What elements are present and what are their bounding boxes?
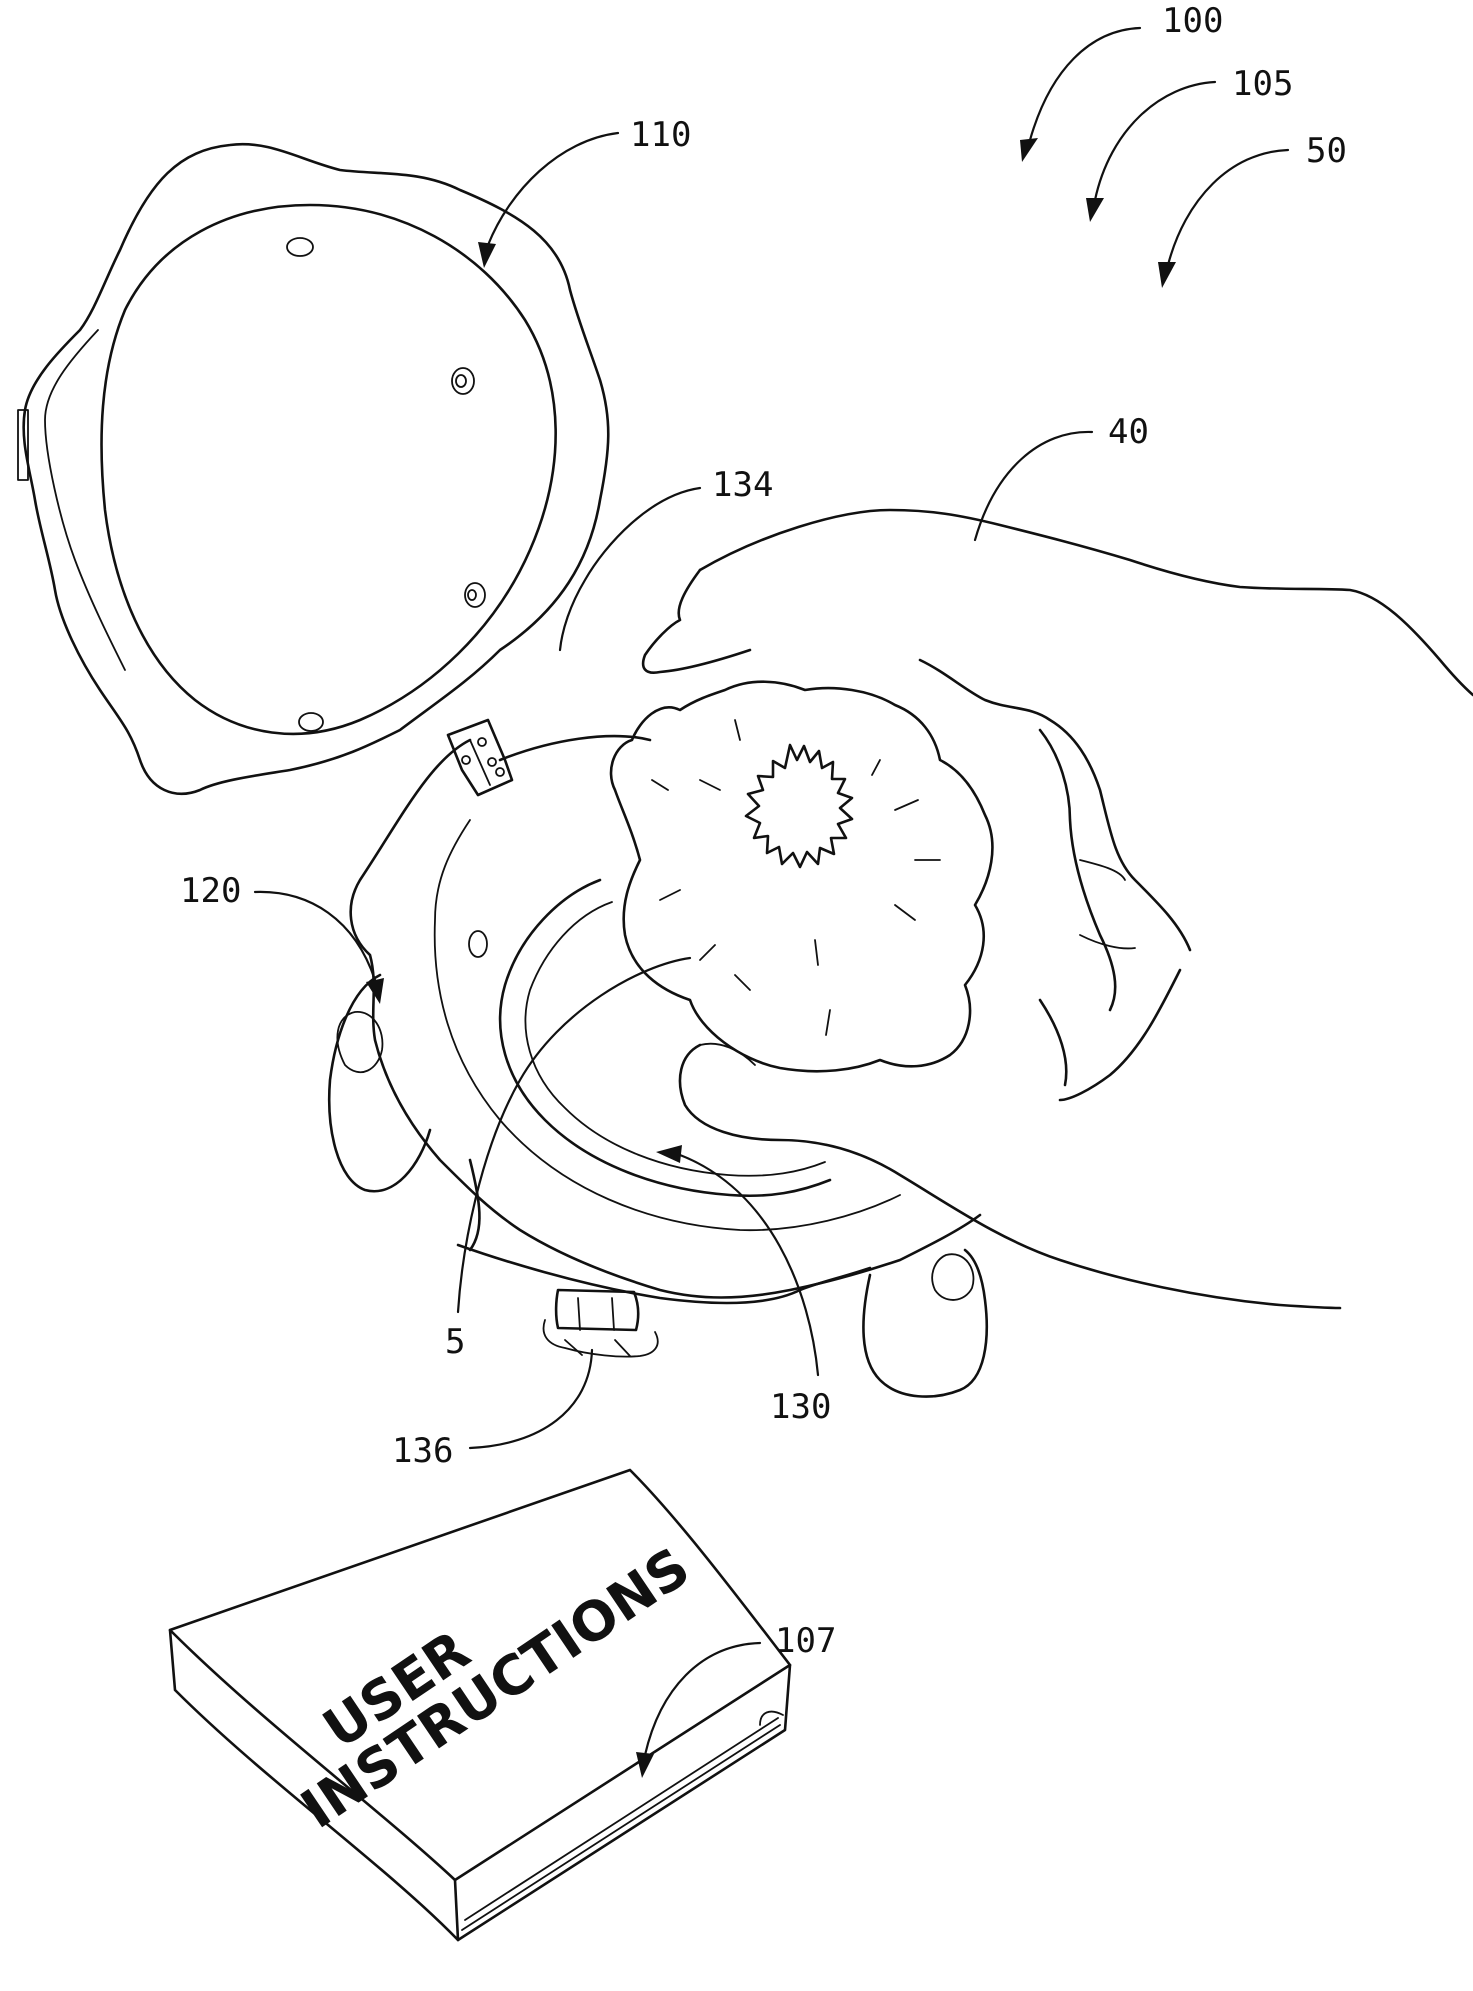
arrow-110 bbox=[478, 242, 496, 268]
label-40: 40 bbox=[1108, 412, 1149, 452]
leader-134 bbox=[560, 488, 700, 650]
supporting-fingers bbox=[329, 975, 986, 1397]
base bbox=[351, 736, 980, 1303]
label-50: 50 bbox=[1306, 131, 1347, 171]
label-134: 134 bbox=[712, 465, 773, 505]
arrow-105 bbox=[1086, 198, 1104, 222]
leader-50 bbox=[1168, 150, 1288, 265]
label-100: 100 bbox=[1162, 1, 1223, 41]
latch bbox=[544, 1290, 658, 1357]
label-120: 120 bbox=[180, 871, 241, 911]
arrow-100 bbox=[1020, 138, 1038, 162]
lid bbox=[18, 144, 608, 794]
label-105: 105 bbox=[1232, 64, 1293, 104]
leader-105 bbox=[1095, 82, 1215, 200]
leader-110 bbox=[488, 133, 618, 245]
label-5: 5 bbox=[445, 1322, 465, 1362]
label-110: 110 bbox=[630, 115, 691, 155]
leader-lines bbox=[255, 28, 1288, 1778]
hand bbox=[643, 510, 1473, 1308]
leader-130 bbox=[680, 1155, 818, 1375]
garlic-bulb bbox=[611, 682, 992, 1072]
arrow-50 bbox=[1158, 262, 1176, 288]
arrow-120 bbox=[366, 978, 384, 1004]
hinge bbox=[448, 720, 512, 795]
label-136: 136 bbox=[392, 1431, 453, 1471]
leader-107 bbox=[645, 1643, 760, 1755]
leader-136 bbox=[470, 1350, 592, 1448]
label-130: 130 bbox=[770, 1387, 831, 1427]
arrow-107 bbox=[636, 1752, 654, 1778]
user-instructions-book: USER INSTRUCTIONS bbox=[170, 1470, 790, 1940]
arrow-130 bbox=[656, 1145, 682, 1163]
leader-100 bbox=[1030, 28, 1140, 140]
label-107: 107 bbox=[775, 1621, 836, 1661]
